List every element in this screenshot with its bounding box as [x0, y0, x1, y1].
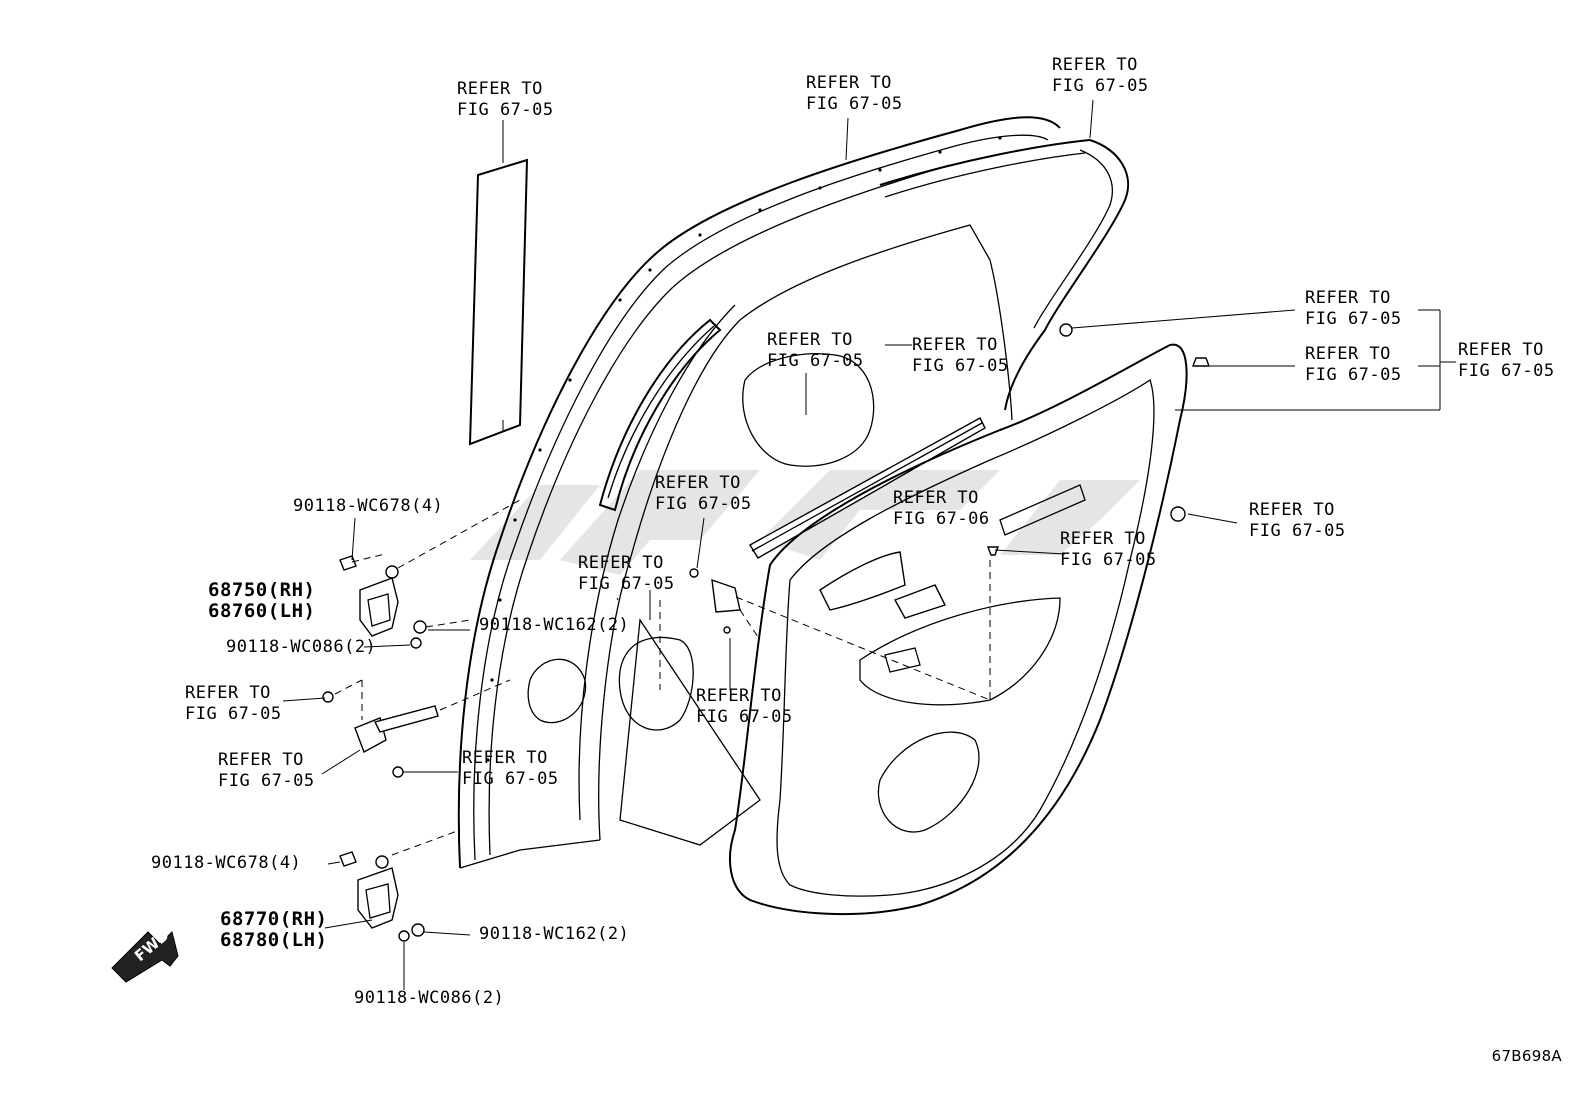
door-panel-insulator [468, 120, 529, 446]
lower-hinge [339, 829, 461, 942]
part-nut-lower-a: 90118-WC162(2) [479, 924, 630, 944]
glass-run-channel [598, 318, 722, 512]
belt-moulding [749, 417, 986, 559]
part-nut-upper-b: 90118-WC086(2) [226, 637, 377, 657]
leader-lines [282, 99, 1456, 990]
part-hinge-lower: 68770(RH)68780(LH) [220, 908, 328, 951]
part-bolt-lower: 90118-WC678(4) [151, 853, 302, 873]
assembly-dashed-lines [659, 560, 991, 701]
part-nut-upper-a: 90118-WC162(2) [479, 615, 630, 635]
door-trim-board [729, 343, 1188, 916]
fwd-arrow: FWD [111, 926, 179, 983]
upper-hinge [339, 499, 521, 649]
diagram-code: 67B698A [1491, 1047, 1562, 1065]
part-hinge-upper: 68750(RH)68760(LH) [208, 579, 316, 622]
rear-door-shell [457, 116, 1061, 869]
part-bolt-upper: 90118-WC678(4) [293, 496, 444, 516]
door-check-link [322, 679, 511, 778]
door-weatherstrip [879, 139, 1130, 411]
small-parts [689, 323, 1211, 634]
part-nut-lower-b: 90118-WC086(2) [354, 988, 505, 1008]
